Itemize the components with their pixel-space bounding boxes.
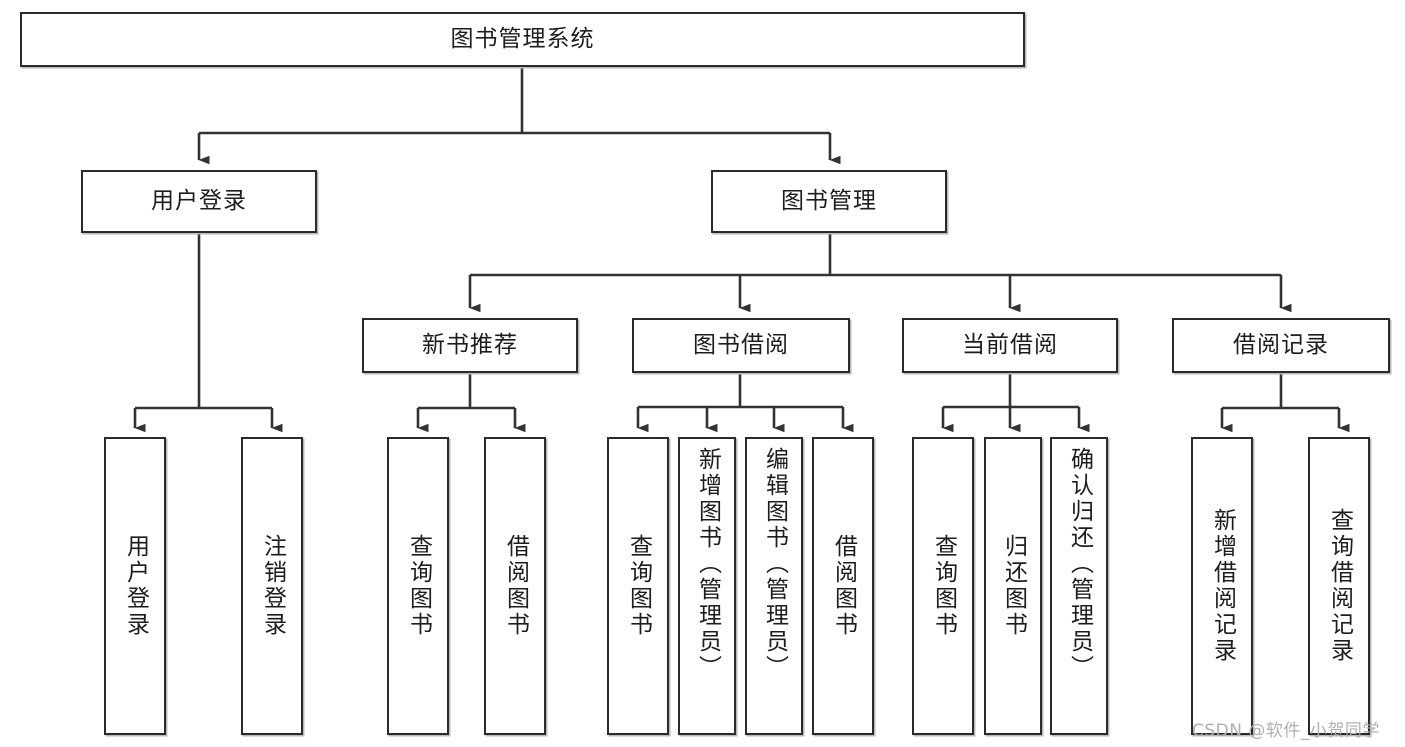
- node-root[interactable]: 图书管理系统: [20, 12, 1025, 67]
- leaf-logout[interactable]: 注销登录: [241, 437, 303, 735]
- node-new-book-recommend[interactable]: 新书推荐: [362, 318, 578, 373]
- node-book-management-label: 图书管理: [781, 187, 877, 214]
- leaf-add-book-admin-label: 新增图书（管理员）: [694, 447, 721, 681]
- leaf-query-book-borrow[interactable]: 查询图书: [607, 437, 669, 735]
- leaf-query-book-current-label: 查询图书: [930, 534, 957, 638]
- csdn-watermark: CSDN @软件_小贺同学: [1192, 721, 1380, 741]
- node-book-management[interactable]: 图书管理: [711, 170, 947, 233]
- leaf-user-login[interactable]: 用户登录: [104, 437, 166, 735]
- node-current-borrow[interactable]: 当前借阅: [902, 318, 1118, 373]
- node-book-borrow[interactable]: 图书借阅: [632, 318, 850, 373]
- leaf-query-borrow-record-label: 查询借阅记录: [1326, 508, 1353, 664]
- leaf-add-book-admin[interactable]: 新增图书（管理员）: [678, 437, 736, 735]
- leaf-borrow-book[interactable]: 借阅图书: [812, 437, 874, 735]
- leaf-add-borrow-record-label: 新增借阅记录: [1209, 508, 1236, 664]
- leaf-query-borrow-record[interactable]: 查询借阅记录: [1308, 437, 1370, 735]
- leaf-query-book-current[interactable]: 查询图书: [912, 437, 974, 735]
- leaf-return-book-label: 归还图书: [1000, 534, 1027, 638]
- leaf-confirm-return-admin[interactable]: 确认归还（管理员）: [1050, 437, 1108, 735]
- leaf-add-borrow-record[interactable]: 新增借阅记录: [1191, 437, 1253, 735]
- node-borrow-records-label: 借阅记录: [1233, 331, 1329, 358]
- leaf-query-book-recommend-label: 查询图书: [405, 534, 432, 638]
- leaf-borrow-book-recommend-label: 借阅图书: [502, 534, 529, 638]
- leaf-query-book-borrow-label: 查询图书: [625, 534, 652, 638]
- node-user-login[interactable]: 用户登录: [81, 170, 317, 233]
- node-user-login-label: 用户登录: [151, 187, 247, 214]
- leaf-borrow-book-recommend[interactable]: 借阅图书: [484, 437, 546, 735]
- node-root-label: 图书管理系统: [450, 25, 595, 52]
- leaf-borrow-book-label: 借阅图书: [830, 534, 857, 638]
- leaf-edit-book-admin[interactable]: 编辑图书（管理员）: [745, 437, 803, 735]
- node-borrow-records[interactable]: 借阅记录: [1172, 318, 1390, 373]
- leaf-edit-book-admin-label: 编辑图书（管理员）: [761, 447, 788, 681]
- leaf-return-book[interactable]: 归还图书: [984, 437, 1042, 735]
- leaf-user-login-label: 用户登录: [122, 534, 149, 638]
- node-new-book-recommend-label: 新书推荐: [422, 331, 518, 358]
- leaf-logout-label: 注销登录: [259, 534, 286, 638]
- node-current-borrow-label: 当前借阅: [962, 331, 1058, 358]
- node-book-borrow-label: 图书借阅: [693, 331, 789, 358]
- leaf-confirm-return-admin-label: 确认归还（管理员）: [1066, 447, 1093, 681]
- leaf-query-book-recommend[interactable]: 查询图书: [387, 437, 449, 735]
